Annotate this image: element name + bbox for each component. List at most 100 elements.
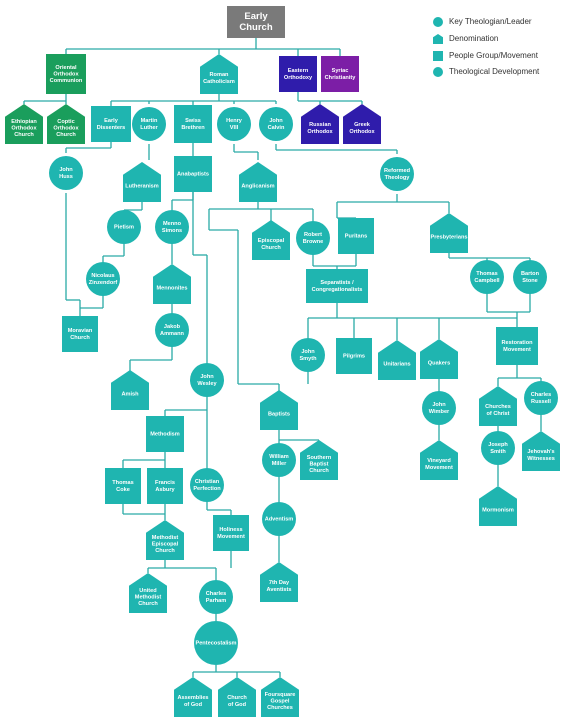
node-label-line: Gospel bbox=[271, 698, 290, 704]
legend-item-4: Theological Development bbox=[433, 67, 540, 77]
node-square bbox=[174, 156, 212, 192]
node-square bbox=[62, 316, 98, 352]
node-label-line: Church bbox=[261, 245, 281, 251]
node-pentagon bbox=[300, 440, 338, 480]
node-label-line: Zinzendorf bbox=[89, 280, 118, 286]
node-label-line: Amish bbox=[121, 391, 139, 397]
node-label-line: Reformed bbox=[384, 168, 411, 174]
node-label-line: Smith bbox=[490, 449, 506, 455]
node-circle bbox=[380, 157, 414, 191]
node-label-line: Jakob bbox=[164, 324, 181, 330]
legend-item-1: Key Theologian/Leader bbox=[433, 17, 532, 27]
node-circle bbox=[190, 363, 224, 397]
node-square bbox=[46, 54, 86, 94]
node-mennonites: Mennonites bbox=[153, 264, 191, 304]
node-label-line: Browne bbox=[303, 239, 324, 245]
legend-label: Theological Development bbox=[449, 67, 540, 76]
node-label-line: Southern bbox=[307, 455, 332, 461]
node-label-line: Movement bbox=[425, 465, 453, 471]
node-methodism: Methodism bbox=[146, 416, 184, 452]
node-label-line: Church bbox=[227, 695, 247, 701]
node-label-line: Eastern bbox=[288, 68, 309, 74]
node-pentagon bbox=[252, 220, 290, 260]
node-circle bbox=[155, 313, 189, 347]
node-pentagon bbox=[479, 386, 517, 426]
node-label-line: Pilgrims bbox=[343, 353, 365, 359]
node-label-line: Church bbox=[138, 601, 158, 607]
node-label-line: Church bbox=[155, 548, 175, 554]
node-pentagon bbox=[301, 104, 339, 144]
legend-item-3: People Group/Movement bbox=[433, 51, 539, 61]
node-pentagon bbox=[200, 54, 238, 94]
node-circle bbox=[524, 381, 558, 415]
node-circle bbox=[513, 260, 547, 294]
node-label-line: Russell bbox=[531, 399, 551, 405]
node-label-line: Adventism bbox=[265, 516, 294, 522]
node-square bbox=[306, 269, 368, 303]
node-label-line: Coke bbox=[116, 487, 130, 493]
node-pentagon bbox=[239, 162, 277, 202]
node-label-line: Episcopal bbox=[152, 541, 179, 547]
node-label-line: Syriac bbox=[332, 68, 349, 74]
node-label-line: Calvin bbox=[268, 125, 285, 131]
node-circle bbox=[262, 502, 296, 536]
node-circle bbox=[155, 210, 189, 244]
node-label-line: John bbox=[200, 374, 214, 380]
node-label-line: Orthodox bbox=[349, 129, 375, 135]
node-label-line: Orthodox bbox=[53, 71, 79, 77]
node-label-line: Anabaptists bbox=[177, 171, 209, 177]
node-label-line: Moravian bbox=[68, 328, 93, 334]
node-label-line: Separatists / bbox=[320, 280, 354, 286]
node-label-line: Barton bbox=[521, 271, 540, 277]
node-label-line: Roman bbox=[210, 72, 230, 78]
node-label-line: Congregationalists bbox=[312, 287, 363, 293]
node-puritans: Puritans bbox=[338, 218, 374, 254]
legend-circle-icon bbox=[433, 17, 443, 27]
node-pentagon bbox=[153, 264, 191, 304]
node-pentagon bbox=[261, 677, 299, 717]
node-circle bbox=[132, 107, 166, 141]
node-circle bbox=[199, 580, 233, 614]
node-label-line: Catholicism bbox=[203, 79, 235, 85]
node-label-line: Baptist bbox=[310, 461, 329, 467]
node-amish: Amish bbox=[111, 370, 149, 410]
node-label-line: Churches bbox=[485, 404, 511, 410]
node-pentagon bbox=[218, 677, 256, 717]
node-label-line: Witnesses bbox=[527, 456, 555, 462]
node-label-line: Churches bbox=[267, 705, 293, 711]
node-label-line: Methodism bbox=[150, 431, 180, 437]
node-circle bbox=[481, 431, 515, 465]
node-label-line: Oriental bbox=[55, 65, 77, 71]
node-label-line: Unitarians bbox=[383, 361, 410, 367]
node-square bbox=[147, 468, 183, 504]
node-pentagon bbox=[260, 562, 298, 602]
node-label-line: Simons bbox=[162, 228, 182, 234]
node-label-line: Orthodox bbox=[11, 125, 37, 131]
node-label-line: Holiness bbox=[219, 527, 242, 533]
node-label-line: 7th Day bbox=[269, 580, 290, 586]
node-label-line: Quakers bbox=[428, 360, 450, 366]
node-label-line: Stone bbox=[522, 278, 538, 284]
node-square bbox=[336, 338, 372, 374]
node-label-line: Luther bbox=[140, 125, 158, 131]
node-label-line: Dissenters bbox=[97, 125, 126, 131]
